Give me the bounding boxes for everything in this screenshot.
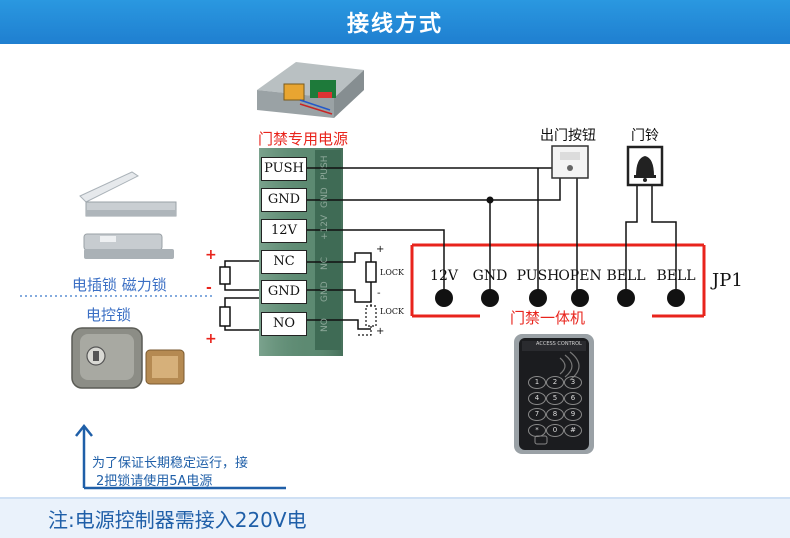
nc-lock-plus: +: [376, 244, 385, 255]
pin-label-push: PUSH: [516, 268, 560, 284]
nc-lock-symbol: [365, 261, 377, 283]
nc-lock-minus: -: [377, 288, 381, 299]
footer-note: 注:电源控制器需接入220V电: [48, 508, 307, 532]
key-4[interactable]: 4: [528, 392, 546, 405]
strike-lock-symbol: [219, 266, 231, 285]
no-lock-plus: +: [376, 326, 385, 337]
control-lock-caption: 电控锁: [86, 306, 132, 324]
terminal-gnd-1: GND: [261, 188, 307, 212]
pin-label-open: OPEN: [558, 268, 602, 284]
terminal-gnd-2: GND: [261, 280, 307, 304]
strip-label-nc: NC: [320, 256, 330, 270]
pin-label-12v: 12V: [430, 268, 458, 284]
doorbell-caption: 门铃: [631, 128, 659, 144]
control-lock-plus: +: [205, 331, 217, 347]
strip-label-gnd-2: GND: [320, 281, 330, 302]
controller-pins: [435, 289, 685, 307]
nc-lock-tag: LOCK: [380, 268, 404, 277]
terminal-no: NO: [261, 312, 307, 336]
note-arrow: [75, 423, 93, 488]
strike-mag-lock-caption: 电插锁 磁力锁: [72, 276, 167, 294]
pin-label-bell-1: BELL: [606, 268, 646, 284]
key-2[interactable]: 2: [546, 376, 564, 389]
no-lock-symbol: [365, 305, 377, 327]
pin-12v: [435, 289, 453, 307]
key-hash[interactable]: #: [564, 424, 582, 437]
terminal-push: PUSH: [261, 157, 307, 181]
page-title: 接线方式: [346, 12, 443, 37]
pin-gnd: [481, 289, 499, 307]
gnd-junction: [486, 196, 494, 204]
pin-bell-1: [617, 289, 635, 307]
title-banner: 接线方式: [0, 0, 790, 44]
pin-label-gnd: GND: [472, 268, 508, 284]
strip-label-no: NO: [320, 318, 330, 332]
terminal-12v: 12V: [261, 219, 307, 243]
key-5[interactable]: 5: [546, 392, 564, 405]
controller-frame: [410, 243, 706, 318]
warning-note-line-2: 2把锁请使用5A电源: [96, 474, 213, 489]
connector-label: JP1: [712, 270, 743, 291]
key-7[interactable]: 7: [528, 408, 546, 421]
key-9[interactable]: 9: [564, 408, 582, 421]
power-supply-device-image: [252, 60, 364, 122]
pin-push: [529, 289, 547, 307]
controller-caption: 门禁一体机: [510, 309, 586, 327]
keypad-grid: 1 2 3 4 5 6 7 8 9 * 0 #: [528, 376, 582, 437]
pin-label-bell-2: BELL: [656, 268, 696, 284]
key-8[interactable]: 8: [546, 408, 564, 421]
key-0[interactable]: 0: [546, 424, 564, 437]
exit-button-icon[interactable]: [551, 145, 589, 179]
terminal-nc: NC: [261, 250, 307, 274]
pin-open: [571, 289, 589, 307]
keypad-header: ACCESS CONTROL: [536, 341, 582, 347]
no-lock-tag: LOCK: [380, 307, 404, 316]
strip-label-12v: +12V: [320, 214, 330, 240]
strike-lock-minus: -: [206, 280, 212, 296]
pin-bell-2: [667, 289, 685, 307]
doorbell-icon: [626, 145, 664, 187]
exit-button-caption: 出门按钮: [540, 128, 596, 144]
mag-lock-image: [79, 171, 177, 217]
power-supply-caption: 门禁专用电源: [258, 130, 349, 148]
key-3[interactable]: 3: [564, 376, 582, 389]
strip-label-push: PUSH: [320, 155, 330, 181]
strip-label-gnd-1: GND: [320, 187, 330, 208]
control-lock-image: [71, 327, 185, 389]
strike-lock-image: [83, 233, 174, 259]
warning-note-line-1: 为了保证长期稳定运行，接: [92, 456, 249, 471]
key-1[interactable]: 1: [528, 376, 546, 389]
key-6[interactable]: 6: [564, 392, 582, 405]
footer-bar: 注:电源控制器需接入220V电: [0, 497, 790, 538]
control-lock-symbol: [219, 306, 231, 327]
key-star[interactable]: *: [528, 424, 546, 437]
warning-note: 为了保证长期稳定运行，接 2把锁请使用5A电源: [92, 455, 248, 491]
strike-lock-plus: +: [205, 247, 217, 263]
